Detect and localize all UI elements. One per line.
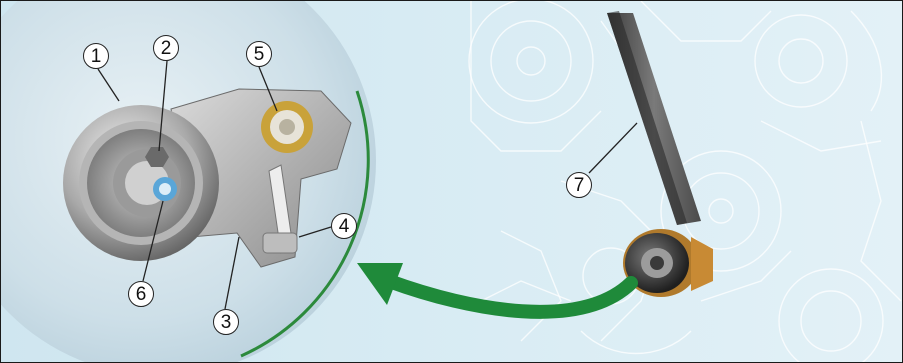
green-arrow xyxy=(357,263,631,312)
callout-7: 7 xyxy=(566,172,592,198)
callout-2: 2 xyxy=(153,35,179,61)
callout-6: 6 xyxy=(128,281,154,307)
callout-3: 3 xyxy=(213,309,239,335)
callout-1: 1 xyxy=(83,43,109,69)
callout-4: 4 xyxy=(331,213,357,239)
callout-5: 5 xyxy=(246,41,272,67)
timing-belt xyxy=(607,11,701,225)
